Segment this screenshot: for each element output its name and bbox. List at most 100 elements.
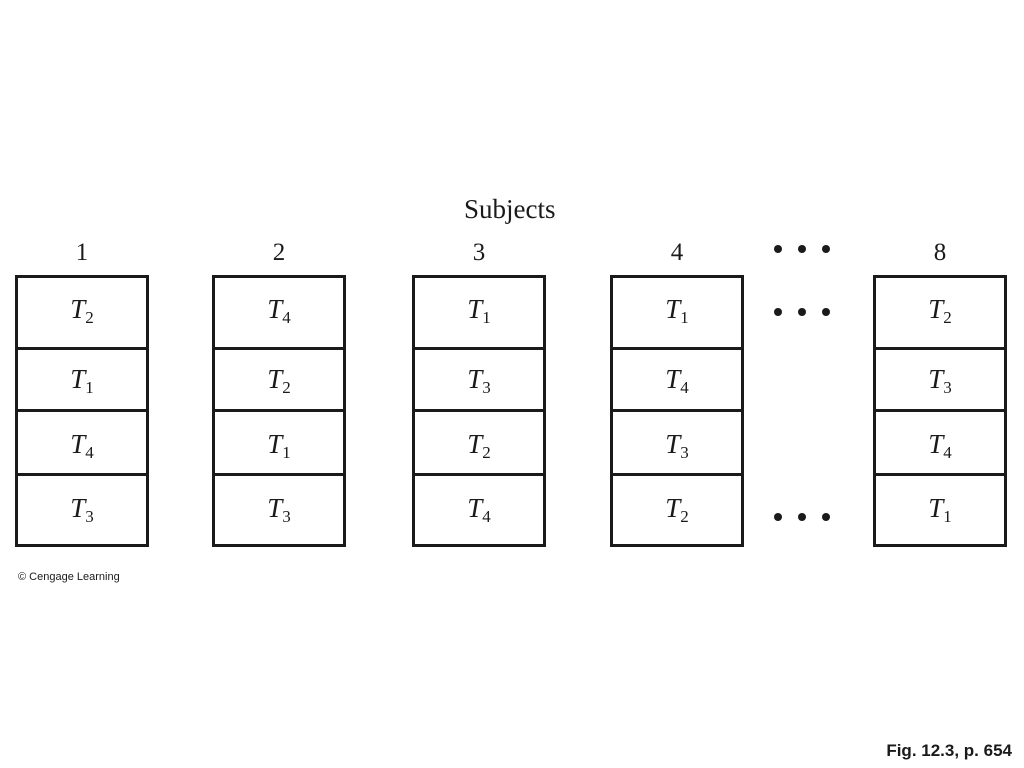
treatment-letter: T [267, 294, 283, 324]
treatment-index: 2 [943, 308, 952, 327]
dot [774, 245, 782, 253]
row-divider [215, 409, 343, 412]
treatment-index: 4 [282, 308, 291, 327]
subject-number: 4 [670, 239, 684, 266]
treatment-index: 4 [943, 443, 952, 462]
row-divider [415, 473, 543, 476]
dot [798, 513, 806, 521]
treatment-index: 3 [943, 378, 952, 397]
subject-number: 2 [272, 239, 286, 266]
treatment-cell: T3 [415, 364, 543, 398]
treatment-letter: T [467, 429, 483, 459]
dot [822, 245, 830, 253]
dot [798, 245, 806, 253]
treatment-cell: T4 [415, 493, 543, 527]
row-divider [613, 473, 741, 476]
treatment-index: 4 [680, 378, 689, 397]
treatment-index: 2 [282, 378, 291, 397]
row-divider [18, 473, 146, 476]
dot [822, 308, 830, 316]
row-divider [415, 409, 543, 412]
treatment-cell: T2 [215, 364, 343, 398]
dot [798, 308, 806, 316]
treatment-letter: T [665, 364, 681, 394]
dot [774, 308, 782, 316]
row-divider [18, 347, 146, 350]
row-divider [18, 409, 146, 412]
treatment-cell: T3 [613, 429, 741, 463]
treatment-cell: T2 [876, 294, 1004, 328]
treatment-cell: T3 [215, 493, 343, 527]
treatment-cell: T2 [613, 493, 741, 527]
treatment-index: 1 [943, 507, 952, 526]
treatment-cell: T1 [613, 294, 741, 328]
treatment-cell: T1 [876, 493, 1004, 527]
treatment-letter: T [70, 429, 86, 459]
ellipsis-header-dots [774, 245, 830, 253]
treatment-letter: T [665, 429, 681, 459]
diagram-heading: Subjects [464, 194, 556, 224]
treatment-cell: T2 [18, 294, 146, 328]
treatment-cell: T1 [415, 294, 543, 328]
treatment-letter: T [665, 493, 681, 523]
treatment-index: 4 [85, 443, 94, 462]
dot [774, 513, 782, 521]
treatment-index: 3 [482, 378, 491, 397]
subject-number: 8 [933, 239, 947, 266]
treatment-cell: T3 [18, 493, 146, 527]
copyright-notice: © Cengage Learning [18, 571, 120, 583]
row-divider [876, 409, 1004, 412]
row-divider [215, 347, 343, 350]
treatment-cell: T4 [876, 429, 1004, 463]
subject-number: 3 [472, 239, 486, 266]
treatment-letter: T [928, 493, 944, 523]
treatment-letter: T [467, 364, 483, 394]
treatment-index: 1 [282, 443, 291, 462]
treatment-cell: T1 [18, 364, 146, 398]
row-divider [215, 473, 343, 476]
treatment-letter: T [928, 294, 944, 324]
treatment-letter: T [70, 493, 86, 523]
treatment-index: 3 [680, 443, 689, 462]
row-divider [613, 347, 741, 350]
row-divider [876, 347, 1004, 350]
treatment-letter: T [467, 493, 483, 523]
treatment-index: 3 [282, 507, 291, 526]
subject-number: 1 [75, 239, 89, 266]
treatment-letter: T [70, 364, 86, 394]
treatment-cell: T2 [415, 429, 543, 463]
treatment-cell: T3 [876, 364, 1004, 398]
treatment-cell: T4 [215, 294, 343, 328]
treatment-letter: T [665, 294, 681, 324]
row-divider [415, 347, 543, 350]
treatment-letter: T [267, 364, 283, 394]
treatment-index: 2 [85, 308, 94, 327]
treatment-cell: T4 [18, 429, 146, 463]
treatment-index: 1 [85, 378, 94, 397]
treatment-letter: T [928, 364, 944, 394]
treatment-index: 1 [680, 308, 689, 327]
ellipsis-bottom-row-dots [774, 513, 830, 521]
ellipsis-top-row-dots [774, 308, 830, 316]
treatment-letter: T [267, 429, 283, 459]
treatment-index: 3 [85, 507, 94, 526]
treatment-letter: T [267, 493, 283, 523]
treatment-cell: T4 [613, 364, 741, 398]
treatment-letter: T [70, 294, 86, 324]
treatment-cell: T1 [215, 429, 343, 463]
row-divider [876, 473, 1004, 476]
figure-reference: Fig. 12.3, p. 654 [886, 741, 1012, 760]
treatment-index: 2 [482, 443, 491, 462]
treatment-letter: T [467, 294, 483, 324]
treatment-letter: T [928, 429, 944, 459]
row-divider [613, 409, 741, 412]
